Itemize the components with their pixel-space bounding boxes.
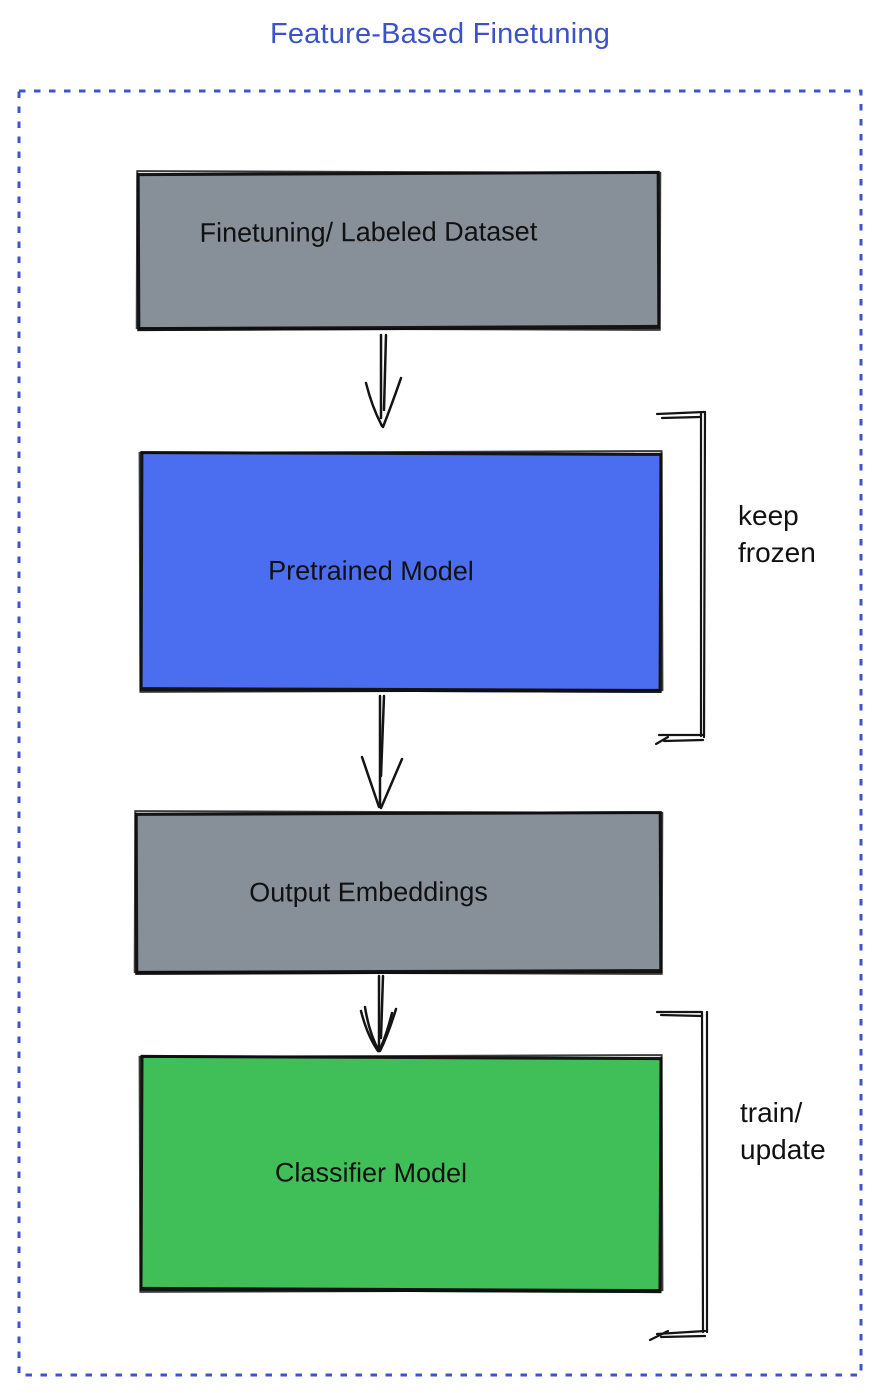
label-train-update: train/ update <box>740 1094 826 1168</box>
box-pretrained-model-label: Pretrained Model <box>268 555 474 587</box>
box-pretrained-model: Pretrained Model <box>139 451 663 693</box>
diagram-title: Feature-Based Finetuning <box>269 18 611 50</box>
bracket-train-update <box>648 1010 709 1342</box>
arrow-embeddings-to-classifier <box>359 974 398 1053</box>
box-output-embeddings-label: Output Embeddings <box>249 876 488 908</box>
label-train-update-line2: update <box>740 1134 826 1165</box>
box-finetuning-dataset: Finetuning/ Labeled Dataset <box>136 170 661 332</box>
arrow-dataset-to-pretrained <box>364 333 403 429</box>
label-train-update-line1: train/ <box>740 1097 803 1128</box>
label-keep-frozen-line1: keep <box>738 500 799 531</box>
bracket-keep-frozen <box>654 410 707 746</box>
box-classifier-model-label: Classifier Model <box>274 1157 468 1189</box>
label-keep-frozen: keep frozen <box>738 497 816 571</box>
dashed-frame <box>17 89 863 1377</box>
box-classifier-model: Classifier Model <box>139 1054 663 1294</box>
box-output-embeddings: Output Embeddings <box>134 811 663 975</box>
label-keep-frozen-line2: frozen <box>738 537 816 568</box>
box-finetuning-dataset-label: Finetuning/ Labeled Dataset <box>199 216 538 248</box>
arrow-pretrained-to-embeddings <box>360 694 404 810</box>
